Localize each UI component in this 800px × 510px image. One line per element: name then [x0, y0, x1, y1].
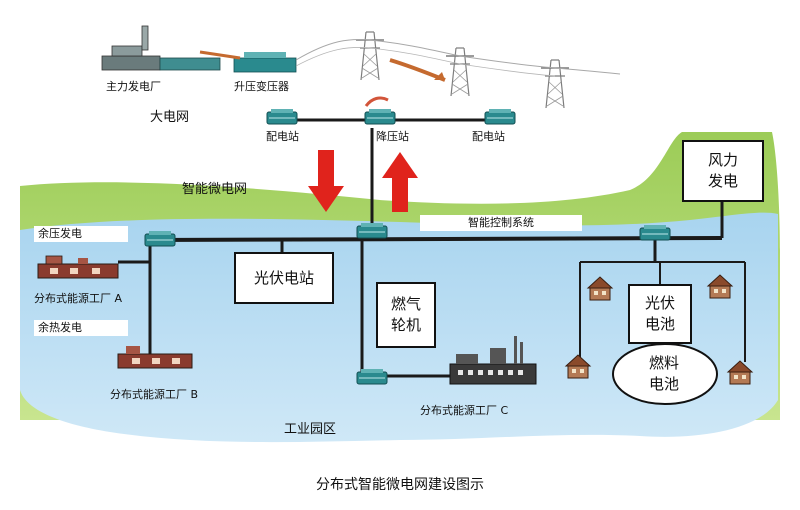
big-grid-label: 大电网 — [150, 110, 190, 125]
industrial-park-label: 工业园区 — [284, 422, 337, 437]
substation-right-icon — [639, 224, 671, 241]
pv-cell-box: 光伏 电池 — [628, 284, 692, 344]
factory-c-icon — [449, 336, 537, 385]
wind-power-box: 风力 发电 — [682, 140, 764, 202]
distribution-station-right-icon — [484, 108, 516, 125]
factory-a-icon — [37, 255, 119, 279]
distribution-station-right-label: 配电站 — [472, 130, 505, 143]
step-down-station-icon — [364, 108, 396, 125]
gas-turbine-box: 燃气 轮机 — [376, 282, 436, 348]
transmission-towers — [295, 31, 621, 109]
step-up-transformer-label: 升压变压器 — [234, 80, 289, 93]
substation-center-icon — [356, 222, 388, 239]
factory-b-icon — [117, 346, 193, 369]
main-plant-label: 主力发电厂 — [106, 80, 161, 93]
red-arrow-up-icon — [382, 152, 418, 212]
factory-c-label: 分布式能源工厂 C — [420, 404, 509, 417]
flow-arrow-top — [199, 50, 241, 60]
step-down-station-label: 降压站 — [376, 130, 409, 143]
step-up-transformer-icon — [233, 52, 297, 73]
substation-gas-icon — [356, 368, 388, 385]
fuel-cell-ellipse — [612, 343, 718, 405]
factory-a-label: 分布式能源工厂 A — [34, 292, 123, 305]
distribution-station-left-icon — [266, 108, 298, 125]
figure-caption: 分布式智能微电网建设图示 — [316, 477, 484, 493]
waste-heat-label: 余热发电 — [34, 320, 128, 336]
control-system-label: 智能控制系统 — [420, 215, 582, 231]
substation-left-icon — [144, 230, 176, 247]
residual-pressure-label: 余压发电 — [34, 226, 128, 242]
red-arrow-down-icon — [308, 150, 344, 212]
factory-b-label: 分布式能源工厂 B — [110, 388, 199, 401]
fuel-cell-label: 燃料 电池 — [648, 354, 679, 393]
pv-station-box: 光伏电站 — [234, 252, 334, 304]
microgrid-title: 智能微电网 — [182, 182, 248, 197]
distribution-station-left-label: 配电站 — [266, 130, 299, 143]
main-power-plant-icon — [101, 25, 221, 71]
